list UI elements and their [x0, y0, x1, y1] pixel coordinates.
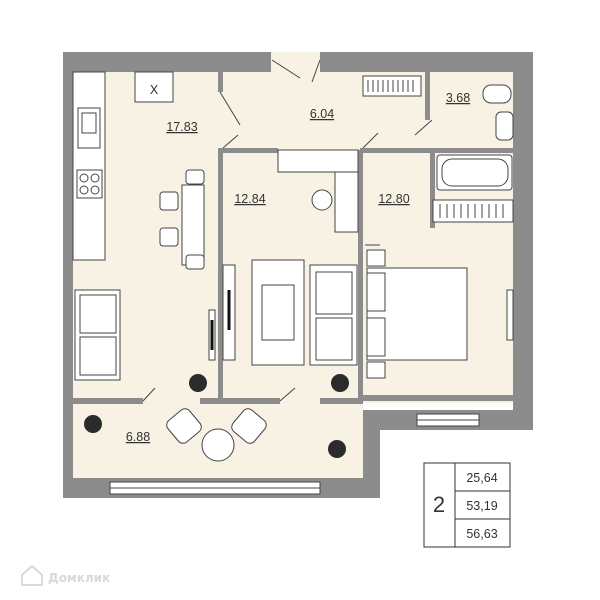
plant-icon	[84, 415, 102, 433]
room-area-balcony: 6.88	[126, 430, 150, 444]
bathroom-furniture	[362, 75, 514, 191]
dining-table	[181, 184, 205, 266]
legend-area-with-balcony: 56,63	[466, 527, 497, 541]
watermark-text: Домклик	[48, 571, 110, 585]
office-chair-icon	[311, 189, 333, 211]
washbasin-icon	[495, 111, 514, 141]
balcony-furniture	[166, 408, 267, 462]
bedroom-tv-icon	[506, 289, 514, 341]
room-area-kitchen: 17.83	[166, 120, 197, 134]
plant-icon	[331, 374, 349, 392]
plant-icon	[328, 440, 346, 458]
room-area-living: 12.84	[234, 192, 265, 206]
desk	[277, 149, 359, 173]
room-area-bathroom: 3.68	[446, 91, 470, 105]
area-legend: 2 25,64 53,19 56,63	[423, 462, 511, 548]
wardrobe-hall	[362, 75, 422, 97]
room-area-bedroom: 12.80	[378, 192, 409, 206]
room-labels: 17.83 6.04 3.68 12.84 12.80 6.88	[126, 91, 470, 444]
room-area-hall: 6.04	[310, 107, 334, 121]
kitchen-furniture: X	[72, 71, 216, 381]
ventilation-shaft	[134, 71, 174, 103]
ventilation-mark: X	[150, 83, 159, 97]
bedroom-furniture	[366, 199, 514, 379]
plant-icon	[189, 374, 207, 392]
stove-icon	[76, 169, 103, 199]
doors	[142, 59, 433, 402]
inner-walls	[73, 72, 515, 404]
toilet-icon	[482, 84, 512, 104]
legend-rooms-count: 2	[433, 492, 445, 517]
legend-living-area: 25,64	[466, 471, 497, 485]
windows	[109, 413, 480, 495]
house-logo-icon	[21, 564, 43, 586]
wardrobe-bedroom	[432, 199, 514, 223]
living-furniture	[222, 149, 359, 366]
plants	[84, 374, 349, 458]
balcony-table	[201, 428, 235, 462]
watermark: Домклик	[21, 564, 110, 586]
legend-total-area: 53,19	[466, 499, 497, 513]
